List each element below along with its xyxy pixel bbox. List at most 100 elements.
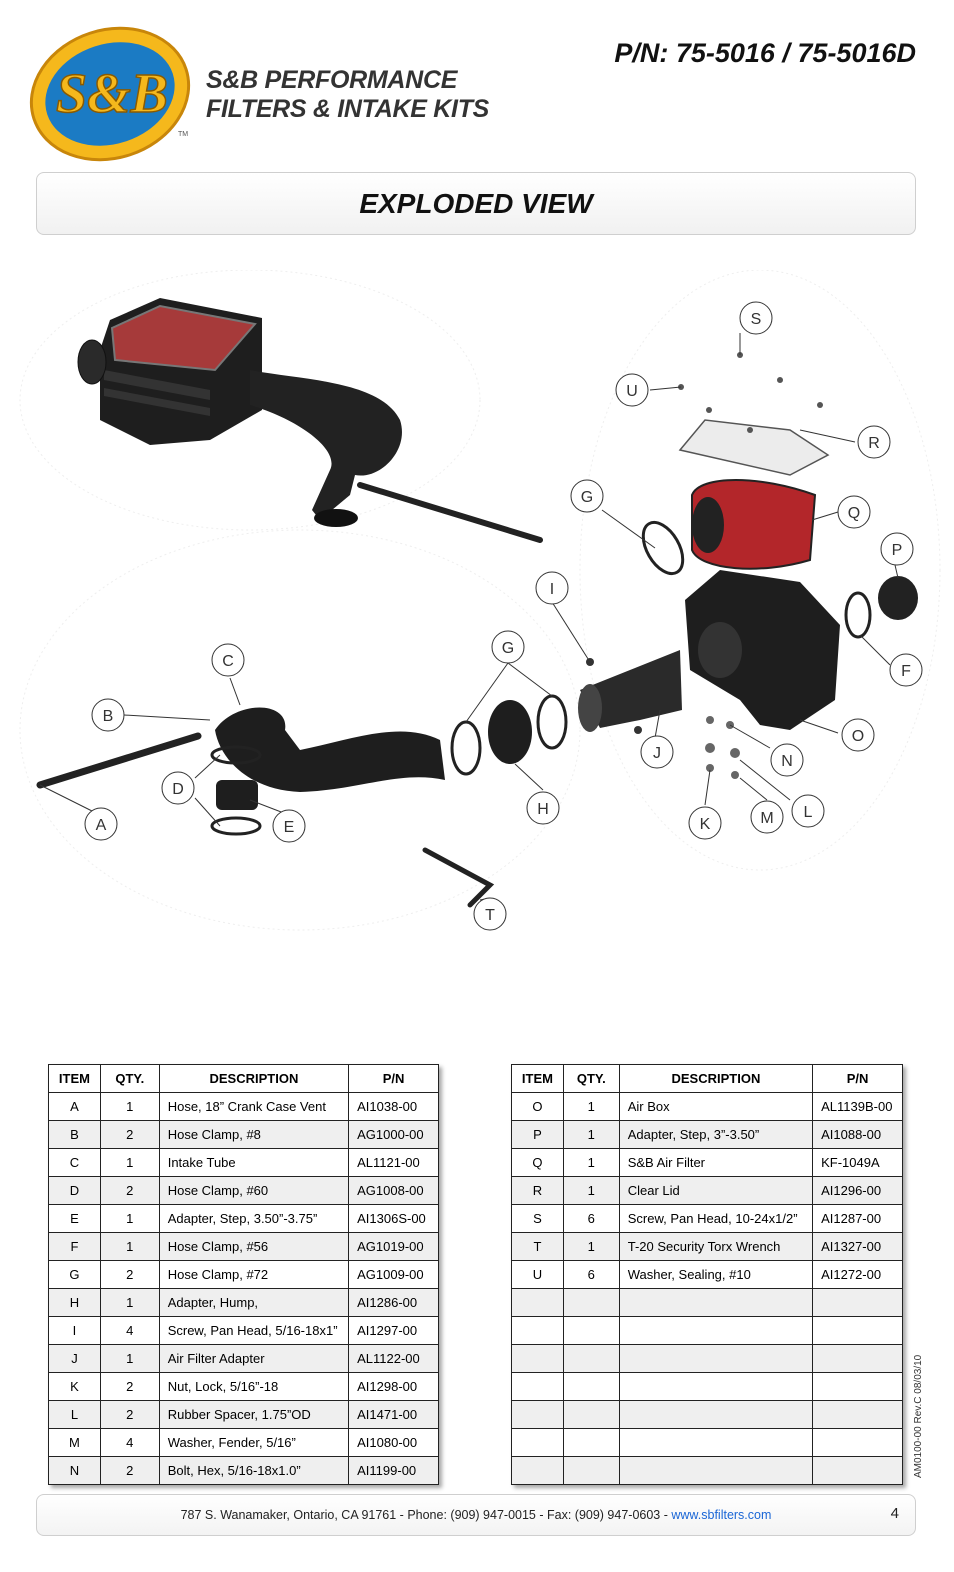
column-header: ITEM xyxy=(48,1064,101,1093)
exploded-view-diagram: S U R G Q P I C G F B O J N D H L E A K … xyxy=(19,270,941,931)
item-cell: U xyxy=(511,1260,564,1289)
column-header: ITEM xyxy=(511,1064,564,1093)
table-row xyxy=(511,1288,903,1317)
qty-cell: 2 xyxy=(99,1120,160,1149)
footer: 787 S. Wanamaker, Ontario, CA 91761 - Ph… xyxy=(36,1494,916,1536)
svg-text:S&B: S&B xyxy=(56,63,168,125)
item-cell: S xyxy=(511,1204,564,1233)
column-header: DESCRIPTION xyxy=(158,1064,350,1093)
document-code: AM0100-00 Rev.C 08/03/10 xyxy=(913,1354,924,1478)
svg-text:G: G xyxy=(581,489,593,506)
item-cell: O xyxy=(511,1092,564,1121)
qty-cell xyxy=(562,1372,620,1401)
column-header: QTY. xyxy=(99,1064,160,1093)
table-row xyxy=(511,1372,903,1401)
item-cell: I xyxy=(48,1316,101,1345)
svg-text:T: T xyxy=(485,907,495,924)
description-cell: Adapter, Step, 3”-3.50” xyxy=(618,1120,814,1149)
table-row xyxy=(511,1344,903,1373)
description-cell xyxy=(618,1428,814,1457)
qty-cell: 1 xyxy=(562,1092,620,1121)
item-cell: G xyxy=(48,1260,101,1289)
column-header: DESCRIPTION xyxy=(618,1064,814,1093)
qty-cell: 2 xyxy=(99,1400,160,1429)
pn-cell xyxy=(812,1344,903,1373)
svg-text:E: E xyxy=(284,819,295,836)
description-cell: Screw, Pan Head, 5/16-18x1” xyxy=(158,1316,350,1345)
item-cell xyxy=(511,1288,564,1317)
qty-cell: 1 xyxy=(99,1344,160,1373)
qty-cell: 6 xyxy=(562,1260,620,1289)
description-cell: Adapter, Hump, xyxy=(158,1288,350,1317)
qty-cell: 2 xyxy=(99,1372,160,1401)
assembled-intake xyxy=(77,298,543,543)
description-cell: Hose Clamp, #56 xyxy=(158,1232,350,1261)
qty-cell: 2 xyxy=(99,1260,160,1289)
title-panel: EXPLODED VIEW xyxy=(36,172,916,235)
description-cell xyxy=(618,1400,814,1429)
svg-text:L: L xyxy=(804,804,813,821)
item-cell xyxy=(511,1344,564,1373)
qty-cell: 1 xyxy=(99,1288,160,1317)
svg-text:R: R xyxy=(868,435,880,452)
callout-group xyxy=(39,301,923,931)
description-cell xyxy=(618,1372,814,1401)
qty-cell: 1 xyxy=(99,1148,160,1177)
svg-text:J: J xyxy=(653,745,661,762)
svg-text:P: P xyxy=(892,542,903,559)
description-cell: S&B Air Filter xyxy=(618,1148,814,1177)
item-cell: E xyxy=(48,1204,101,1233)
qty-cell: 1 xyxy=(562,1148,620,1177)
qty-cell: 1 xyxy=(562,1176,620,1205)
item-cell xyxy=(511,1456,564,1485)
description-cell: Nut, Lock, 5/16”-18 xyxy=(158,1372,350,1401)
qty-cell: 4 xyxy=(99,1316,160,1345)
qty-cell xyxy=(562,1428,620,1457)
pn-cell xyxy=(812,1428,903,1457)
pn-cell xyxy=(812,1456,903,1485)
svg-text:A: A xyxy=(96,817,107,834)
svg-text:H: H xyxy=(537,801,549,818)
description-cell: Rubber Spacer, 1.75”OD xyxy=(158,1400,350,1429)
description-cell: Washer, Fender, 5/16” xyxy=(158,1428,350,1457)
column-header: P/N xyxy=(812,1064,903,1093)
svg-text:K: K xyxy=(700,816,711,833)
website-link[interactable]: www.sbfilters.com xyxy=(671,1508,772,1522)
pn-cell: AI1296-00 xyxy=(812,1176,903,1205)
brand-name: S&B PERFORMANCE FILTERS & INTAKE KITS xyxy=(206,66,490,123)
page-title: EXPLODED VIEW xyxy=(359,188,593,219)
svg-text:F: F xyxy=(901,663,911,680)
description-cell: Hose, 18” Crank Case Vent xyxy=(158,1092,350,1121)
pn-cell: AI1038-00 xyxy=(348,1092,439,1121)
qty-cell: 1 xyxy=(562,1232,620,1261)
airbox-parts xyxy=(641,352,918,730)
item-cell xyxy=(511,1428,564,1457)
pn-cell xyxy=(812,1400,903,1429)
description-cell: Hose Clamp, #60 xyxy=(158,1176,350,1205)
item-cell: R xyxy=(511,1176,564,1205)
description-cell: Air Box xyxy=(618,1092,814,1121)
description-cell: Bolt, Hex, 5/16-18x1.0” xyxy=(158,1456,350,1485)
svg-text:O: O xyxy=(852,728,864,745)
pn-cell: AI1272-00 xyxy=(812,1260,903,1289)
pn-cell: AL1122-00 xyxy=(348,1344,439,1373)
pn-cell: KF-1049A xyxy=(812,1148,903,1177)
pn-cell: AG1019-00 xyxy=(348,1232,439,1261)
pn-cell: AI1080-00 xyxy=(348,1428,439,1457)
item-cell: J xyxy=(48,1344,101,1373)
pn-cell: AI1306S-00 xyxy=(348,1204,439,1233)
qty-cell: 2 xyxy=(99,1176,160,1205)
pn-cell: AI1327-00 xyxy=(812,1232,903,1261)
qty-cell: 1 xyxy=(99,1092,160,1121)
